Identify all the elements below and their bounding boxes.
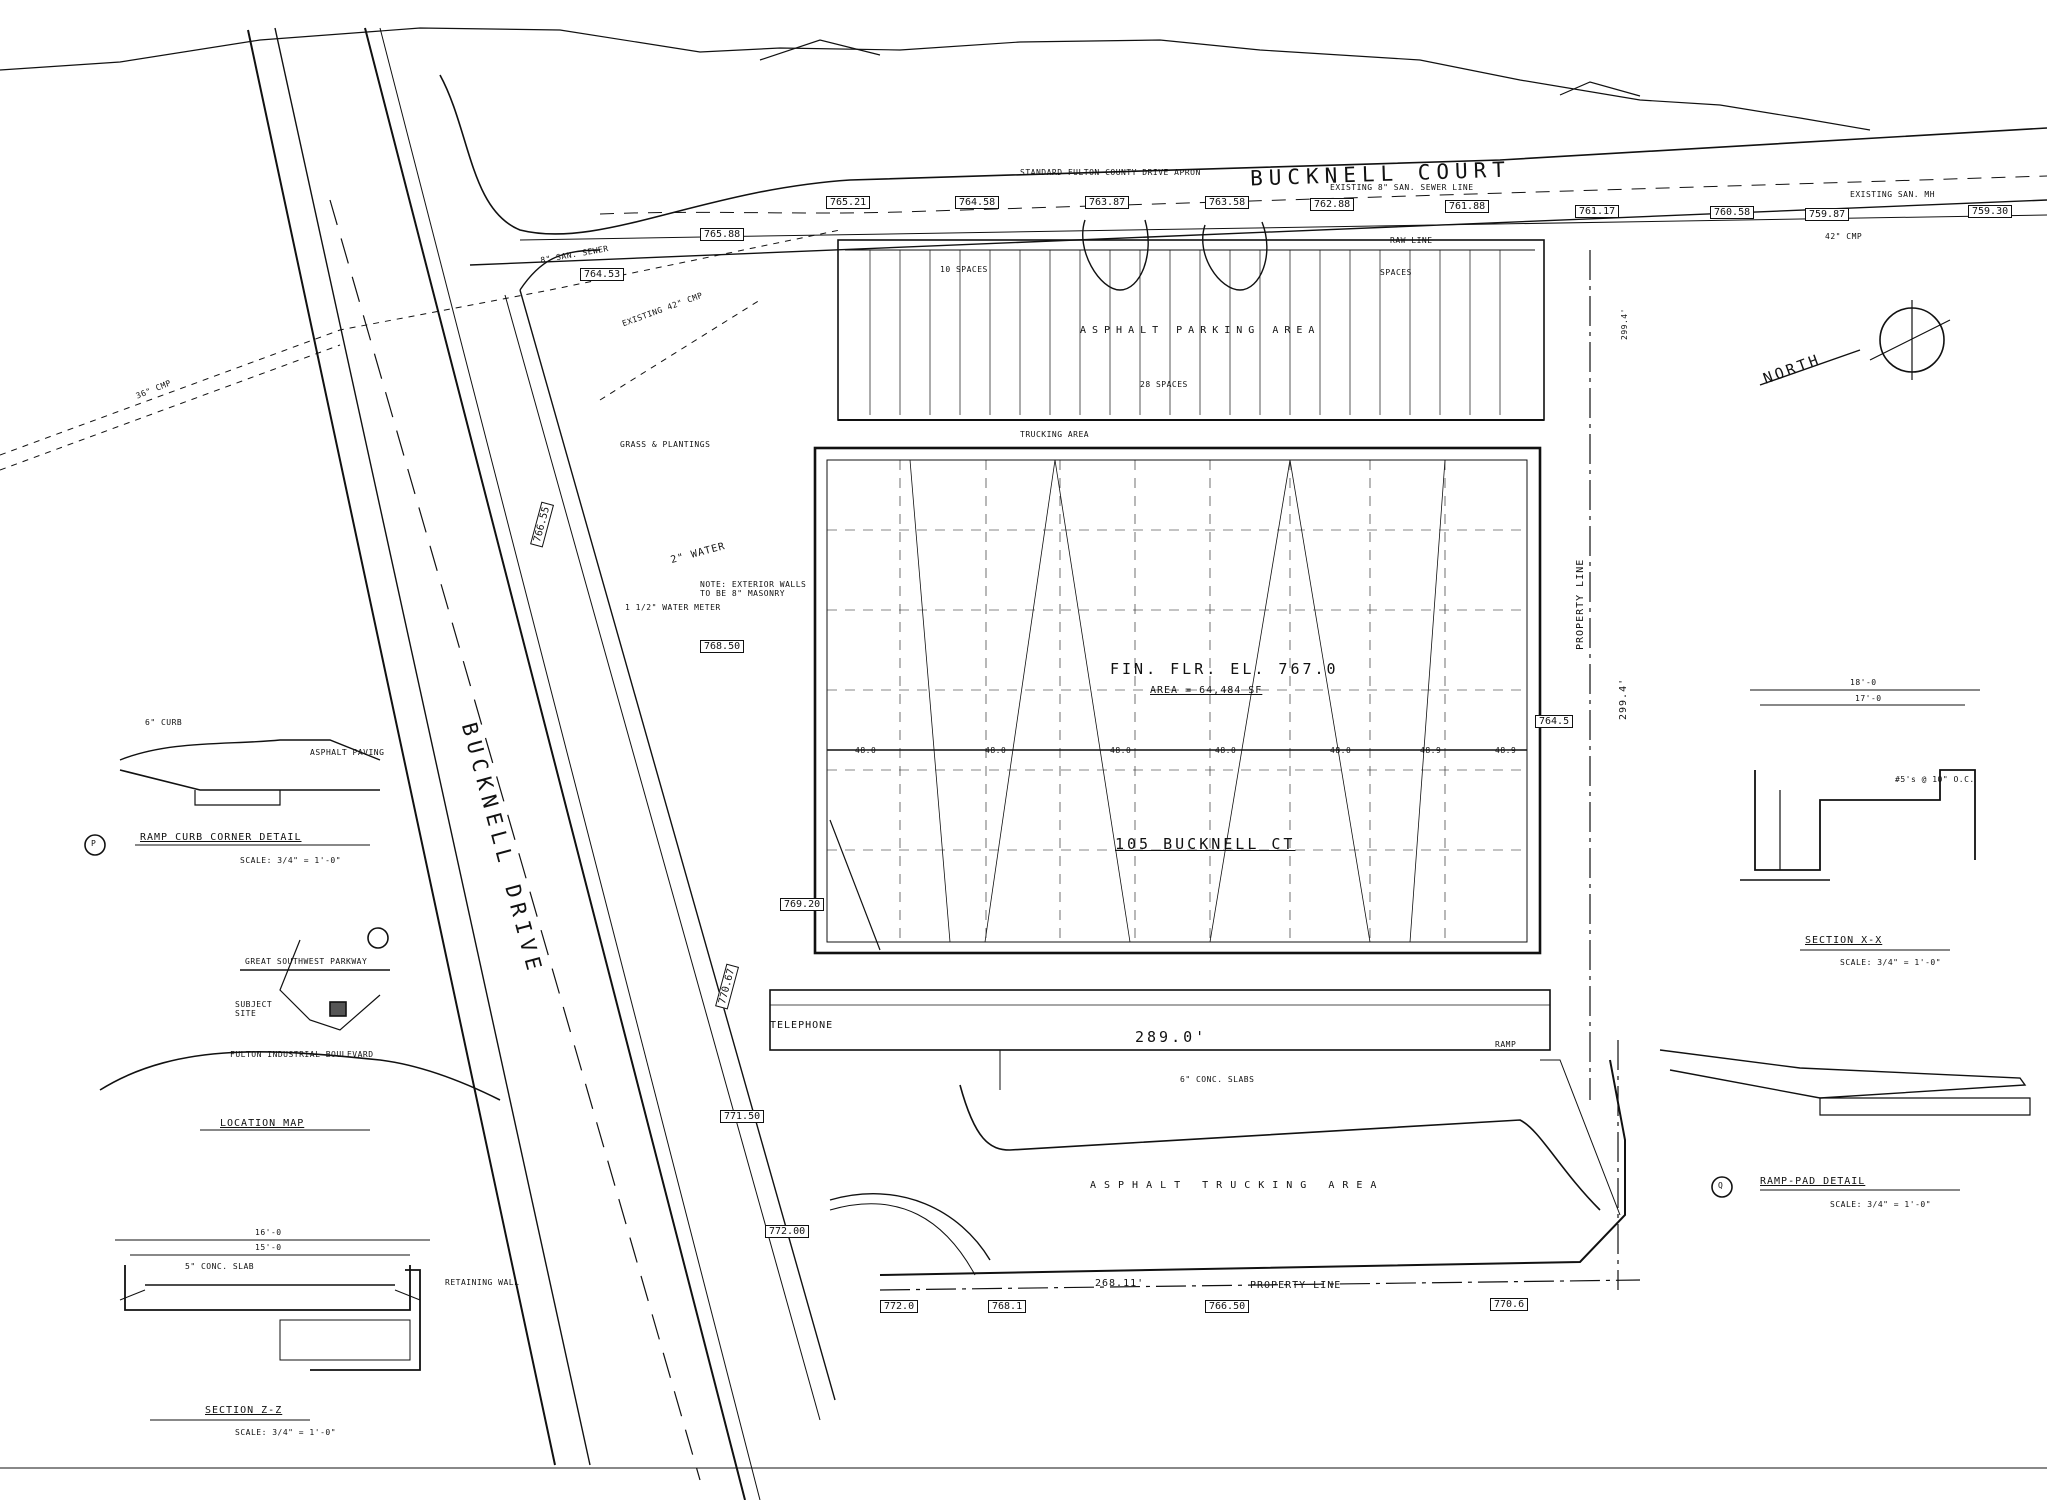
- raw-line-label: RAW LINE: [1390, 236, 1433, 245]
- water-meter-label: 1 1/2" WATER METER: [625, 603, 721, 612]
- bucknell-court-road: [439, 74, 2047, 266]
- ramp-curb-marker: P: [91, 839, 97, 848]
- elevation-tag: 759.30: [1968, 205, 2013, 218]
- elevation-tag: 761.88: [1445, 200, 1490, 213]
- section-xx-dim2: 17'-0: [1855, 694, 1882, 703]
- conc-slabs-label: 6" CONC. SLABS: [1180, 1075, 1255, 1084]
- fulton-industrial-label: FULTON INDUSTRIAL BOULEVARD: [230, 1050, 374, 1059]
- section-xx-drawing: [1740, 689, 1980, 951]
- curb-label: 6" CURB: [145, 718, 183, 727]
- section-zz-slab-note: 5" CONC. SLAB: [185, 1262, 255, 1271]
- dim-width-bottom: 268.11': [1095, 1278, 1145, 1289]
- dim-bay-g: 48.9: [1495, 746, 1517, 755]
- ramp-pad-title: RAMP-PAD DETAIL: [1760, 1176, 1866, 1187]
- dim-bay-f: 48.9: [1420, 746, 1442, 755]
- telephone-label: TELEPHONE: [770, 1020, 834, 1031]
- elevation-tag: 764.58: [955, 196, 1000, 209]
- elevation-tag: 764.53: [580, 268, 625, 281]
- building-outline: [813, 446, 1542, 955]
- ramp-pad-marker: Q: [1718, 1181, 1724, 1190]
- asphalt-paving-label: ASPHALT PAVING: [310, 748, 385, 757]
- elevation-tag: 760.58: [1710, 206, 1755, 219]
- elevation-tag: 772.0: [880, 1300, 919, 1313]
- elevation-tag: 768.50: [700, 640, 745, 653]
- elevation-tag: 764.5: [1535, 715, 1574, 728]
- exterior-wall-note: NOTE: EXTERIOR WALLS TO BE 8" MASONRY: [700, 580, 807, 598]
- elevation-tag: 759.87: [1805, 208, 1850, 221]
- elevation-tag: 761.17: [1575, 205, 1620, 218]
- section-zz-scale: SCALE: 3/4" = 1'-0": [235, 1428, 337, 1437]
- section-zz-drawing: [115, 1239, 430, 1421]
- ramp-label: RAMP: [1495, 1040, 1517, 1049]
- section-xx-rebar-note: #5's @ 10" O.C.: [1895, 775, 1975, 784]
- ramp-pad-drawing: [1659, 1049, 2031, 1198]
- elevation-tag: 765.21: [826, 196, 871, 209]
- elevation-tag: 772.00: [765, 1225, 810, 1238]
- asphalt-trucking-label: ASPHALT TRUCKING AREA: [1090, 1180, 1385, 1191]
- dim-bay-e: 48.0: [1330, 746, 1352, 755]
- grass-plantings-label: GRASS & PLANTINGS: [620, 440, 711, 449]
- elevation-tag: 762.88: [1310, 198, 1355, 211]
- dim-bay-a: 48.0: [855, 746, 877, 755]
- property-lines: [879, 250, 1641, 1291]
- dim-width-top: 289.0': [1135, 1028, 1208, 1046]
- elevation-tag: 771.50: [720, 1110, 765, 1123]
- dim-bay-b: 48.0: [985, 746, 1007, 755]
- existing-san-mh-label: EXISTING SAN. MH: [1850, 190, 1936, 199]
- retaining-wall-label: RETAINING WALL: [445, 1278, 520, 1287]
- ramp-curb-detail-drawing: [84, 739, 381, 856]
- dim-bay-c: 48.0: [1110, 746, 1132, 755]
- subject-site-label: SUBJECT SITE: [235, 1000, 273, 1018]
- ramp-curb-corner-title: RAMP CURB CORNER DETAIL: [140, 832, 302, 843]
- north-boundary-sketch: [0, 27, 1871, 131]
- ramp-pad-scale: SCALE: 3/4" = 1'-0": [1830, 1200, 1932, 1209]
- elevation-tag: 766.50: [1205, 1300, 1250, 1313]
- section-xx-title: SECTION X-X: [1805, 935, 1883, 946]
- property-line-label-side: PROPERTY LINE: [1575, 558, 1586, 650]
- section-zz-dim: 16'-0: [255, 1228, 282, 1237]
- parking-count-10: 10 SPACES: [940, 265, 988, 274]
- north-arrow-circle: [1759, 300, 1951, 386]
- location-map-title: LOCATION MAP: [220, 1118, 305, 1129]
- ramp-curb-corner-scale: SCALE: 3/4" = 1'-0": [240, 856, 342, 865]
- section-zz-dim2: 15'-0: [255, 1243, 282, 1252]
- building-address: 105 BUCKNELL CT: [1115, 835, 1296, 853]
- trucking-area: [769, 989, 1626, 1276]
- parking-count-28: 28 SPACES: [1140, 380, 1188, 389]
- bucknell-drive-road: [247, 27, 836, 1500]
- parking-count-right: SPACES: [1380, 268, 1412, 277]
- section-xx-scale: SCALE: 3/4" = 1'-0": [1840, 958, 1942, 967]
- dim-bay-d: 48.0: [1215, 746, 1237, 755]
- great-southwest-label: GREAT SOUTHWEST PARKWAY: [245, 957, 368, 966]
- standard-fulton-label: STANDARD FULTON COUNTY DRIVE APRON: [1020, 168, 1201, 177]
- elevation-tag: 763.87: [1085, 196, 1130, 209]
- elevation-tag: 765.88: [700, 228, 745, 241]
- dim-depth-right: 299.4': [1618, 677, 1629, 720]
- parking-area: [837, 219, 1545, 421]
- elevation-tag: 770.6: [1490, 1298, 1529, 1311]
- building-area: AREA = 64,484 SF: [1150, 685, 1263, 696]
- dim-depth-right2: 299.4': [1620, 308, 1629, 340]
- cmp-42-label: 42" CMP: [1825, 232, 1863, 241]
- section-zz-title: SECTION Z-Z: [205, 1405, 283, 1416]
- elevation-tag: 769.20: [780, 898, 825, 911]
- existing-sewer-label: EXISTING 8" SAN. SEWER LINE: [1330, 183, 1474, 192]
- asphalt-parking-label: ASPHALT PARKING AREA: [1080, 325, 1321, 336]
- trucking-area-label: TRUCKING AREA: [1020, 430, 1090, 439]
- finish-floor-elevation: FIN. FLR. EL. 767.0: [1110, 660, 1339, 678]
- elevation-tag: 768.1: [988, 1300, 1027, 1313]
- section-xx-dim: 18'-0: [1850, 678, 1877, 687]
- property-line-label: PROPERTY LINE: [1250, 1280, 1342, 1291]
- cmp-pipe-lines: [0, 229, 841, 471]
- elevation-tag: 763.58: [1205, 196, 1250, 209]
- location-map-drawing: [99, 927, 501, 1131]
